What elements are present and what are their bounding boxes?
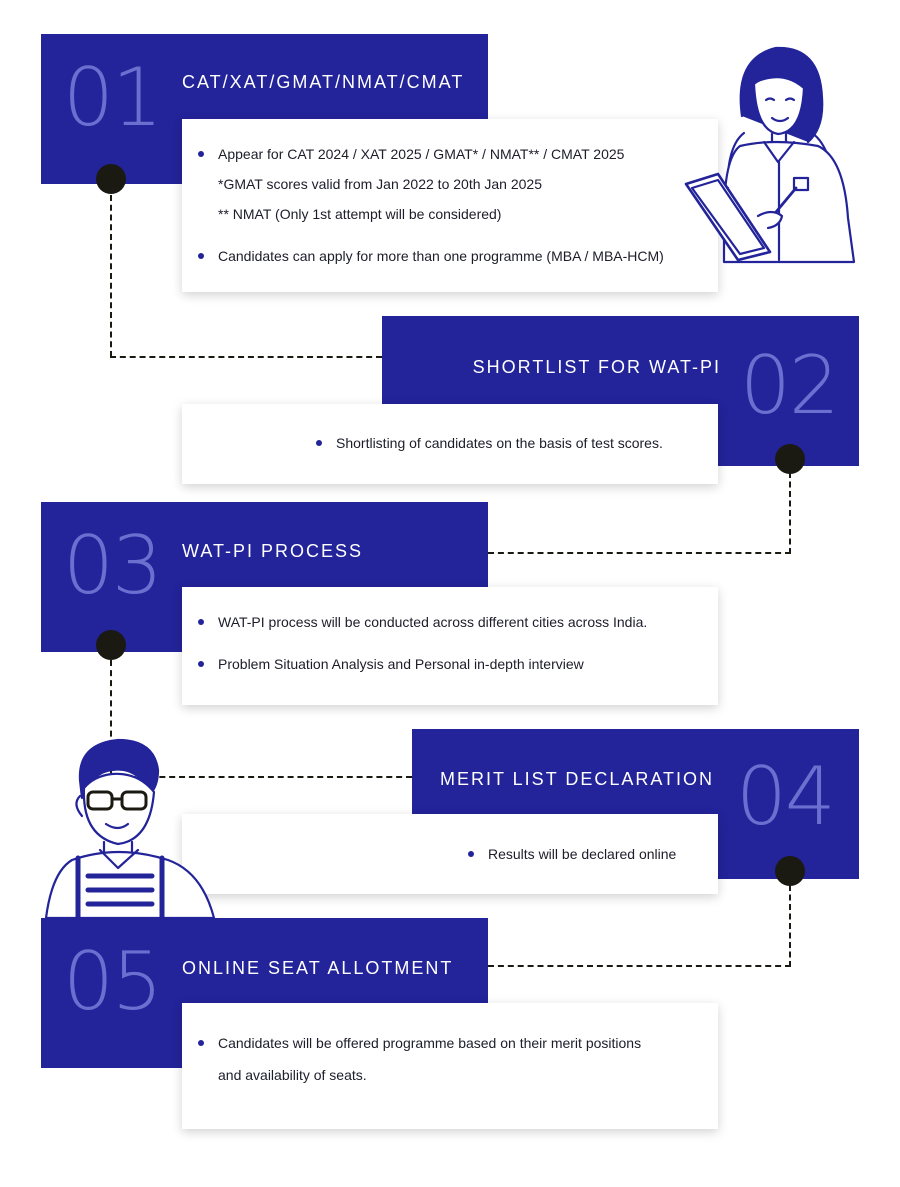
step-1-point: Appear for CAT 2024 / XAT 2025 / GMAT* /… [198, 139, 718, 169]
step-2-point: Shortlisting of candidates on the basis … [316, 428, 718, 458]
connector-3-4-horizontal [110, 776, 412, 778]
step-1-card: Appear for CAT 2024 / XAT 2025 / GMAT* /… [182, 119, 718, 292]
step-1-note: *GMAT scores valid from Jan 2022 to 20th… [218, 176, 542, 192]
step-5-title: ONLINE SEAT ALLOTMENT [182, 958, 454, 978]
step-4-number: 04 [736, 750, 836, 843]
connector-4-5-vertical [789, 885, 791, 967]
step-3-point: WAT-PI process will be conducted across … [198, 607, 718, 637]
step-1-title: CAT/XAT/GMAT/NMAT/CMAT [182, 72, 465, 92]
step-4-title: MERIT LIST DECLARATION [440, 769, 715, 789]
step-5-card: Candidates will be offered programme bas… [182, 1003, 718, 1129]
male-student-illustration [44, 738, 216, 920]
step-4-point: Results will be declared online [468, 839, 718, 869]
female-student-illustration [684, 46, 856, 264]
step-2-title: SHORTLIST FOR WAT-PI [472, 357, 721, 377]
connector-2-3-horizontal [488, 552, 791, 554]
step-1-note: ** NMAT (Only 1st attempt will be consid… [218, 206, 502, 222]
step-3-dot [96, 630, 126, 660]
step-5-point: Candidates will be offered programme bas… [198, 1028, 718, 1058]
connector-2-3-vertical [789, 472, 791, 554]
step-3-point: Problem Situation Analysis and Personal … [198, 649, 718, 679]
connector-3-4-vertical [110, 660, 112, 777]
step-1-point: Candidates can apply for more than one p… [198, 241, 718, 271]
connector-4-5-horizontal [488, 965, 791, 967]
connector-1-2-vertical [110, 195, 112, 357]
step-4-dot [775, 856, 805, 886]
step-4-card: Results will be declared online [182, 814, 718, 894]
step-3-title: WAT-PI PROCESS [182, 541, 364, 561]
step-1-number: 01 [63, 51, 163, 144]
step-2-dot [775, 444, 805, 474]
step-5-point-cont: and availability of seats. [218, 1067, 367, 1083]
step-5-number: 05 [63, 935, 163, 1028]
step-2-number: 02 [740, 339, 840, 432]
step-2-card: Shortlisting of candidates on the basis … [182, 404, 718, 484]
step-1-dot [96, 164, 126, 194]
step-3-card: WAT-PI process will be conducted across … [182, 587, 718, 705]
step-3-number: 03 [63, 519, 163, 612]
connector-1-2-horizontal [110, 356, 382, 358]
